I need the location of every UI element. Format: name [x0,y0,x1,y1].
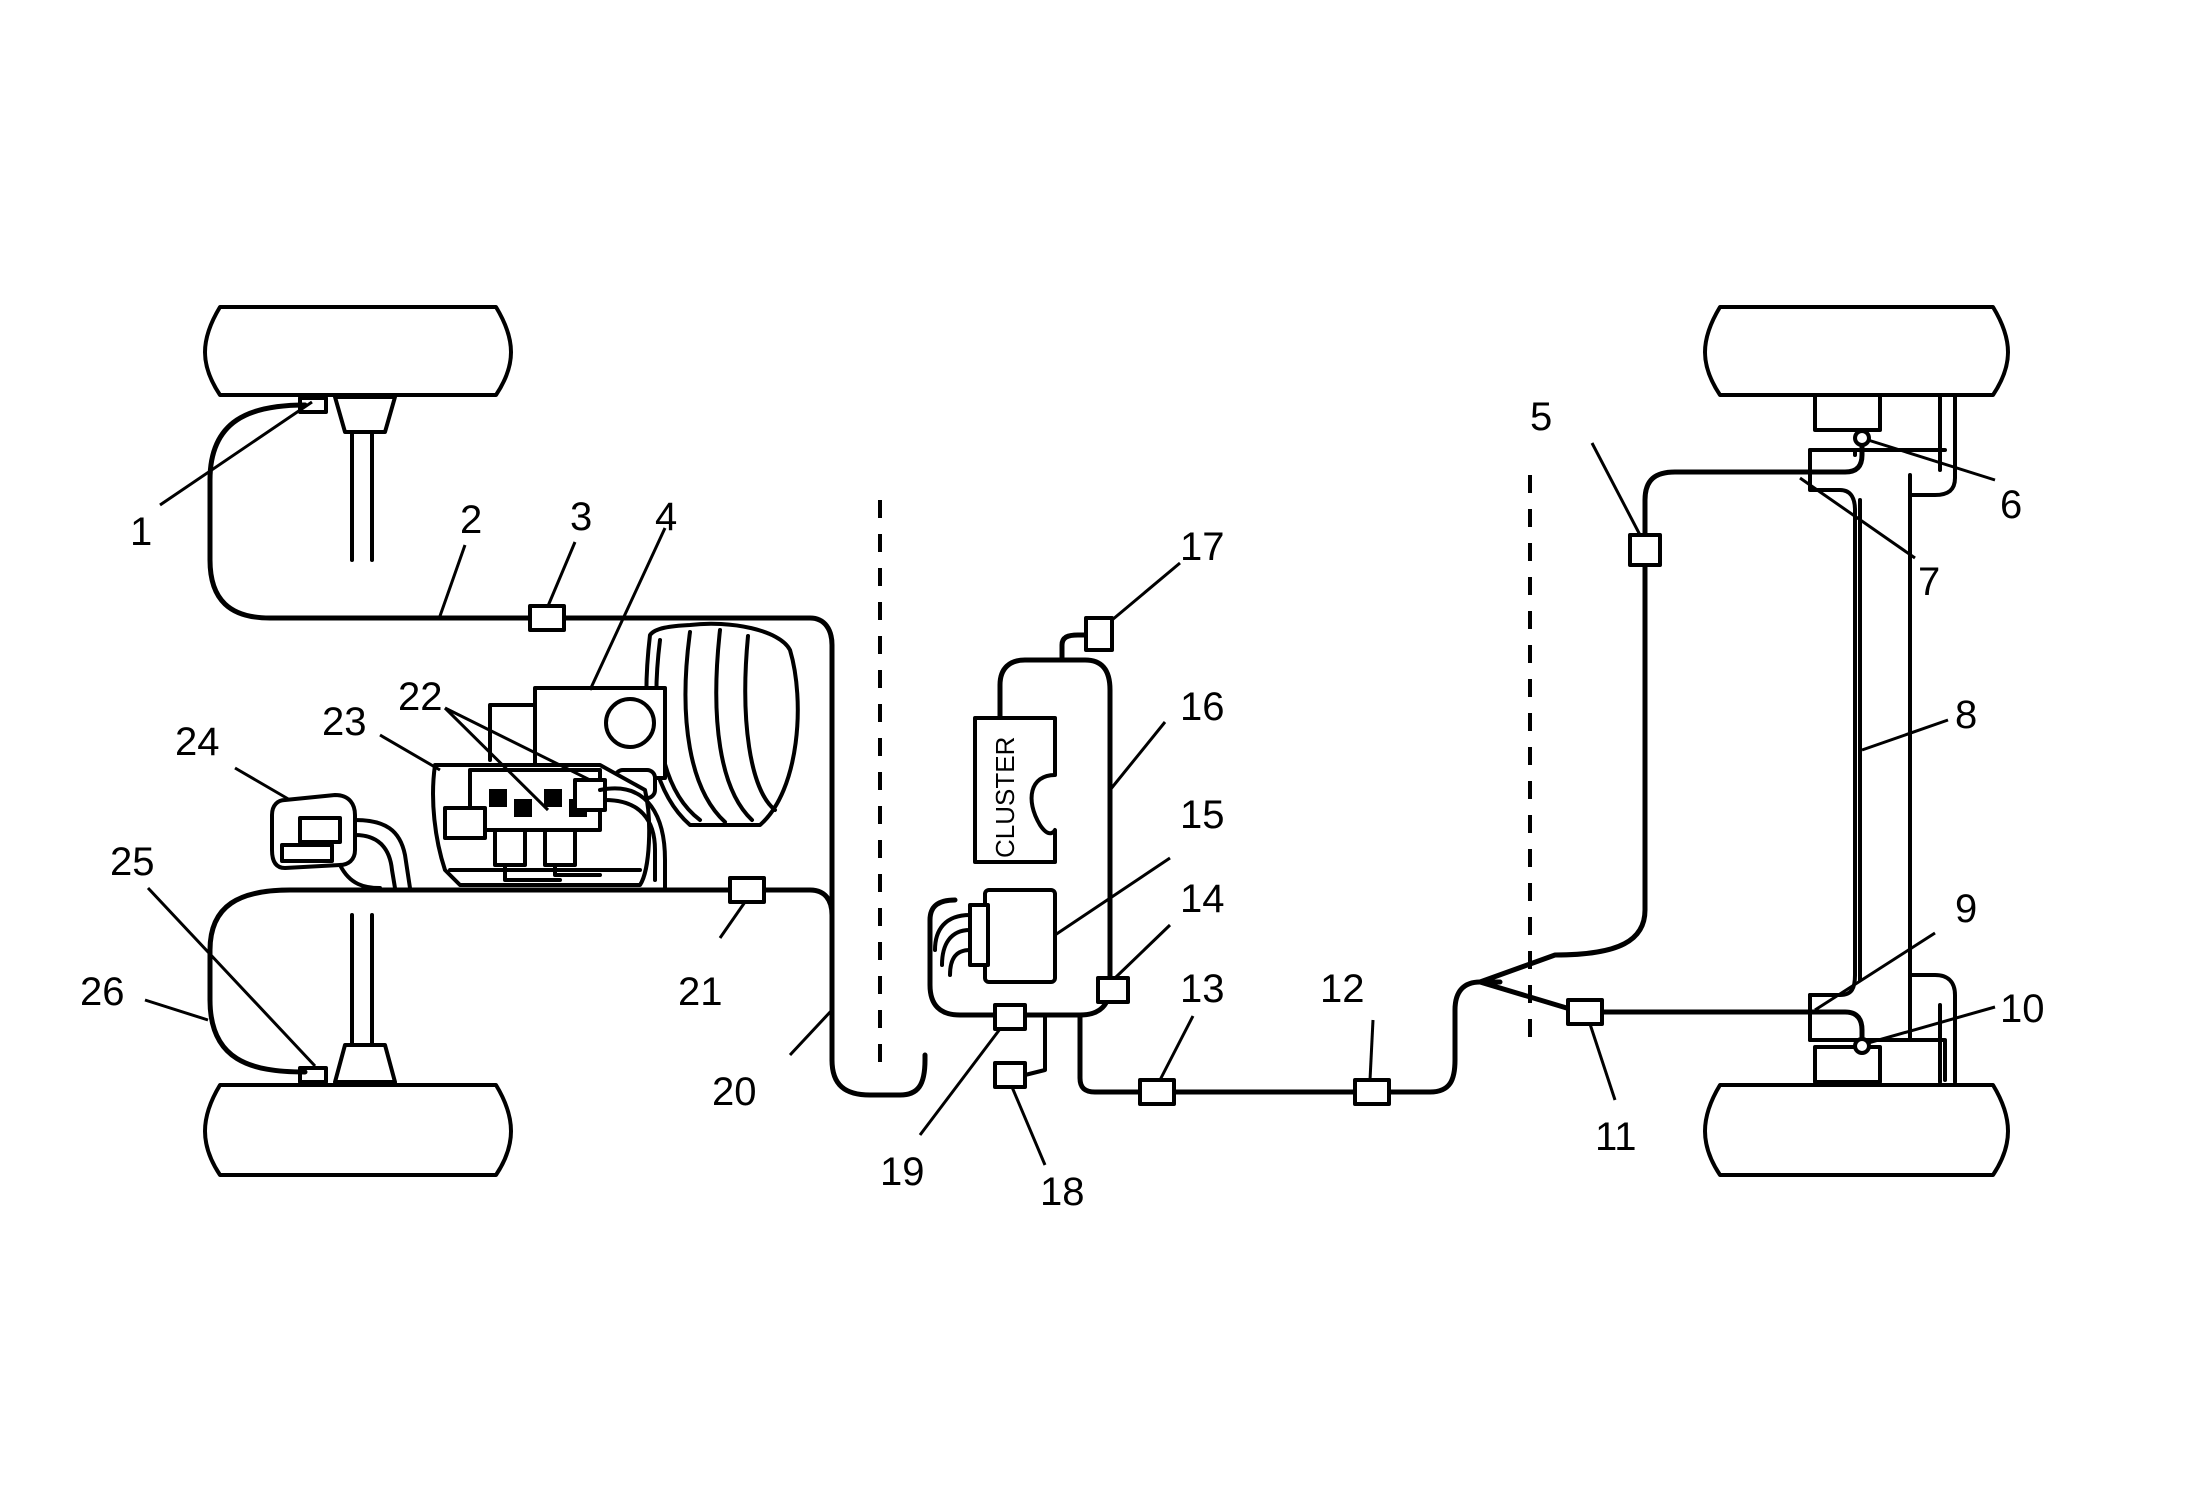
instrument-cluster [973,716,1057,864]
callout-19: 19 [880,1150,925,1194]
callout-1: 1 [130,510,152,554]
callout-23: 23 [322,700,367,744]
callout-24: 24 [175,720,220,764]
front-harness [207,402,928,1098]
callout-20: 20 [712,1070,757,1114]
callout-26: 26 [80,970,125,1014]
callout-8: 8 [1955,693,1977,737]
front-axle-assembly [203,305,513,1177]
callout-17: 17 [1180,525,1225,569]
callout-3: 3 [570,495,592,539]
callout-21: 21 [678,970,723,1014]
rear-axle-assembly [1703,305,2010,1177]
wheel-front-right [203,1083,513,1177]
callout-15: 15 [1180,793,1225,837]
callout-7: 7 [1918,560,1940,604]
connector-5 [1628,533,1662,567]
callout-13: 13 [1180,967,1225,1011]
leader-lines [144,400,1996,1166]
connector-13 [1138,1078,1176,1106]
wheel-rear-right [1703,1083,2010,1177]
connector-18 [993,1061,1027,1089]
connector-12 [1353,1078,1391,1106]
callout-5: 5 [1530,395,1552,439]
callout-22: 22 [398,675,443,719]
connector-21 [728,876,766,904]
connector-11 [1566,998,1604,1026]
callout-4: 4 [655,495,677,539]
connector-17 [1084,616,1114,652]
callout-16: 16 [1180,685,1225,729]
pump-motor [270,793,412,890]
callout-14: 14 [1180,877,1225,921]
callout-2: 2 [460,498,482,542]
callout-6: 6 [2000,483,2022,527]
ebcm-modulator [431,763,667,890]
instrument-panel-harness: CLUSTER [927,616,1130,1089]
rear-sensor-top [1853,429,1871,447]
rear-sensor-bottom [1853,1037,1871,1055]
callout-12: 12 [1320,967,1365,1011]
callout-9: 9 [1955,887,1977,931]
connector-3 [528,604,566,632]
callout-25: 25 [110,840,155,884]
connector-14 [1096,976,1130,1004]
callout-18: 18 [1040,1170,1085,1214]
body-harness [1077,469,1813,1106]
wheel-front-left [203,305,513,397]
connector-19 [993,1003,1027,1031]
callout-labels: 1 2 3 4 5 6 7 8 9 10 11 12 13 14 15 16 1… [80,395,2045,1214]
callout-11: 11 [1595,1115,1637,1159]
control-module-15 [983,888,1057,984]
wheel-rear-left [1703,305,2010,397]
hub-front-right [333,1043,397,1084]
hub-front-left [333,395,397,434]
callout-10: 10 [2000,987,2045,1031]
cluster-label: CLUSTER [990,737,1020,858]
